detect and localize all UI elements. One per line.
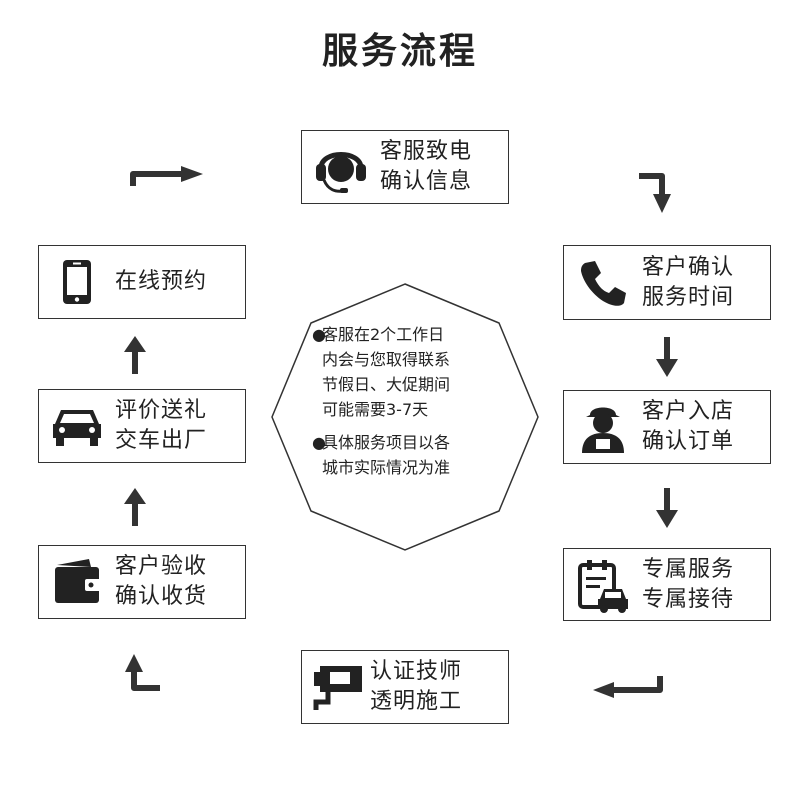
clipboard-car-icon [564,557,642,613]
step-accept-line1: 客户验收 [115,554,208,579]
note-contact-line4: 可能需要3-7天 [322,400,429,419]
arrow-up-1 [124,488,146,526]
step-exclusive-line2: 专属接待 [642,586,735,612]
step-accept: 客户验收 确认收货 [38,545,246,619]
step-technician-line2: 透明施工 [370,689,463,714]
step-review-line1: 评价送礼 [115,398,208,423]
headset-icon [302,138,380,196]
step-booking: 在线预约 [38,245,246,319]
note-contact-line2: 内会与您取得联系 [322,350,451,369]
step-technician: 认证技师 透明施工 [301,650,509,724]
arrow-up-2 [124,336,146,374]
note-service-scope-line1: 具体服务项目以各 [322,433,451,452]
note-contact-line3: 节假日、大促期间 [322,375,451,394]
smartphone-icon [39,258,115,306]
step-arrive-line1: 客户入店 [642,399,735,424]
car-icon [39,404,115,448]
step-exclusive: 专属服务 专属接待 [563,548,771,621]
note-contact: ● 客服在2个工作日 内会与您取得联系 节假日、大促期间 可能需要3-7天 [312,322,512,422]
step-confirm-time-line1: 客户确认 [642,254,735,280]
step-call-line2: 确认信息 [380,169,473,194]
bullet-icon: ● [312,433,326,452]
worker-icon [564,399,642,455]
arrow-down-2 [656,488,678,528]
camera-icon [302,662,370,712]
notes-panel: ● 客服在2个工作日 内会与您取得联系 节假日、大促期间 可能需要3-7天 ● … [312,322,512,488]
arrow-top-right [639,173,671,213]
phone-icon [564,257,642,309]
page-title: 服务流程 [321,31,478,72]
arrow-bottom-right [593,676,663,698]
step-review: 评价送礼 交车出厂 [38,389,246,463]
step-call-line1: 客服致电 [380,139,473,164]
step-confirm-time: 客户确认 服务时间 [563,245,771,320]
notes-octagon [271,283,539,551]
arrow-down-1 [656,337,678,377]
step-technician-line1: 认证技师 [370,659,463,684]
note-service-scope: ● 具体服务项目以各 城市实际情况为准 [312,430,512,480]
step-review-line2: 交车出厂 [115,428,208,453]
step-booking-line1: 在线预约 [115,269,208,294]
bullet-icon: ● [312,325,326,344]
step-accept-line2: 确认收货 [115,584,208,609]
step-call: 客服致电 确认信息 [301,130,509,204]
step-arrive-line2: 确认订单 [642,429,735,454]
step-arrive: 客户入店 确认订单 [563,390,771,464]
step-exclusive-line1: 专属服务 [642,556,735,582]
wallet-icon [39,557,115,607]
arrow-top-left [130,166,203,186]
note-service-scope-line2: 城市实际情况为准 [322,458,451,477]
note-contact-line1: 客服在2个工作日 [322,325,445,344]
step-confirm-time-line2: 服务时间 [642,284,735,310]
arrow-bottom-left [125,654,160,691]
